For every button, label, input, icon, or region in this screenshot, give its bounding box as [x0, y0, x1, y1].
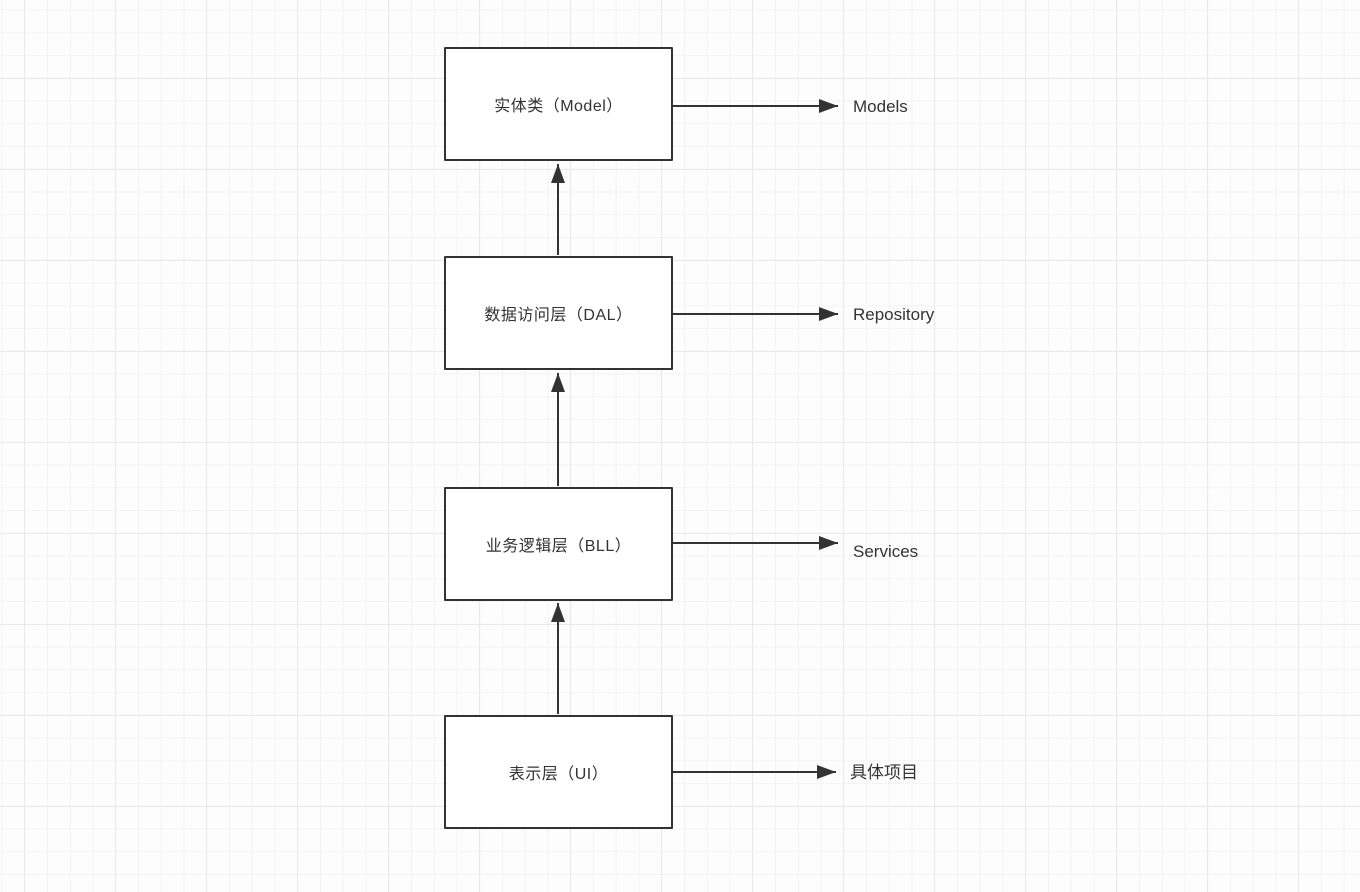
node-bll-label: 业务逻辑层（BLL） — [485, 538, 632, 555]
node-model[interactable]: 实体类（Model） — [444, 47, 673, 161]
node-model-label: 实体类（Model） — [494, 98, 623, 115]
node-ui-label: 表示层（UI） — [508, 766, 609, 783]
node-dal[interactable]: 数据访问层（DAL） — [444, 256, 673, 370]
annotation-services[interactable]: Services — [853, 542, 919, 561]
annotation-repository[interactable]: Repository — [853, 305, 935, 324]
node-bll[interactable]: 业务逻辑层（BLL） — [444, 487, 673, 601]
annotation-models[interactable]: Models — [853, 97, 908, 116]
node-dal-label: 数据访问层（DAL） — [484, 307, 633, 324]
node-ui[interactable]: 表示层（UI） — [444, 715, 673, 829]
annotation-project[interactable]: 具体项目 — [850, 763, 918, 782]
